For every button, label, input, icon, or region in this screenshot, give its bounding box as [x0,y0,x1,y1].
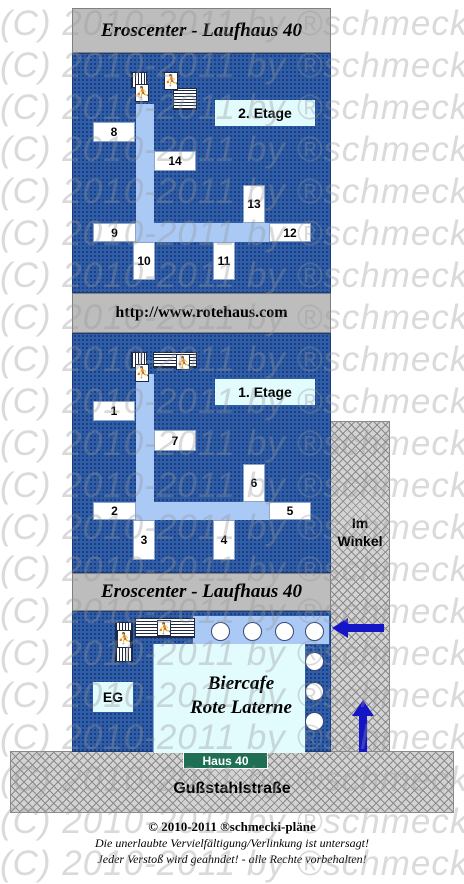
floor2-room-8[interactable]: 8 [93,122,135,142]
url-banner: http://www.rotehaus.com [72,293,331,333]
floor1-label: 1. Etage [215,379,315,405]
floor2-label: 2. Etage [215,100,315,126]
floor2-stairs-lower [173,88,197,110]
floor1-room-1[interactable]: 1 [93,401,135,421]
floor1-hallway-vertical [136,374,154,517]
table-circle [275,622,294,641]
arrow-left-icon [332,618,384,638]
street-label-im-winkel: Im Winkel [330,514,390,550]
arrow-up-icon [352,700,374,752]
floor2-hallway-horizontal [93,223,303,242]
floor-1: ⛹ ⛹ 1. Etage 1 7 6 2 5 3 4 [72,333,331,573]
floor1-stairs-figure-icon-2: ⛹ [176,354,191,370]
table-circle [305,682,324,701]
cafe-name: Biercafe Rote Laterne [153,672,329,720]
cafe-name-line1: Biercafe [207,673,275,694]
footer-line2: Jeder Verstoß wird geahndet! - alle Rech… [97,852,367,866]
table-circle [305,652,324,671]
footer-line1: Die unerlaubte Vervielfältigung/Verlinku… [95,836,369,850]
floor2-stairs-figure-icon: ⛹ [135,84,150,102]
cafe-name-line2: Rote Laterne [190,697,292,718]
title-banner-top: Eroscenter - Laufhaus 40 [72,8,331,53]
title-banner-ground: Eroscenter - Laufhaus 40 [72,573,331,611]
table-circle [305,622,324,641]
floor2-room-10[interactable]: 10 [133,242,155,280]
street-label-line1: Im [351,515,369,531]
floor1-room-6[interactable]: 6 [243,464,265,502]
cafe-area [153,644,305,753]
footer: © 2010-2011 ®schmecki-pläne Die unerlaub… [0,818,464,867]
floor2-room-11[interactable]: 11 [213,242,235,280]
street-label-main: Gußstahlstraße [173,780,291,797]
floor2-stairs-figure-icon-2: ⛹ [164,72,179,90]
table-circle [243,622,262,641]
floor-2: ⛹ ⛹ 2. Etage 8 14 13 9 12 10 11 [72,53,331,293]
floor2-room-9[interactable]: 9 [93,223,136,242]
floor1-room-5[interactable]: 5 [269,502,311,520]
footer-copyright: © 2010-2011 ®schmecki-pläne [148,819,316,834]
floor1-room-3[interactable]: 3 [133,520,155,560]
floor1-stairs-figure-icon: ⛹ [135,364,150,382]
entrance-haus-40[interactable]: Haus 40 [183,752,268,769]
floor1-room-4[interactable]: 4 [213,520,235,560]
floor2-room-12[interactable]: 12 [269,223,311,242]
ground-stairs-figure-icon-2: ⛹ [157,620,172,636]
ground-eg-label: EG [93,682,133,712]
ground-stairs-figure-icon: ⛹ [117,630,132,648]
floor2-room-14[interactable]: 14 [154,151,196,171]
floor2-hallway-vertical [136,104,154,242]
street-im-winkel [330,421,390,754]
floor1-room-2[interactable]: 2 [93,502,136,520]
table-circle [211,622,230,641]
floor1-hallway-horizontal [93,502,303,520]
floor2-room-13[interactable]: 13 [243,185,265,223]
floor1-room-7[interactable]: 7 [154,430,196,451]
table-circle [305,712,324,731]
street-label-line2: Winkel [337,533,383,549]
ground-floor: ⛹ ⛹ EG Biercafe Rote Laterne [72,611,331,753]
